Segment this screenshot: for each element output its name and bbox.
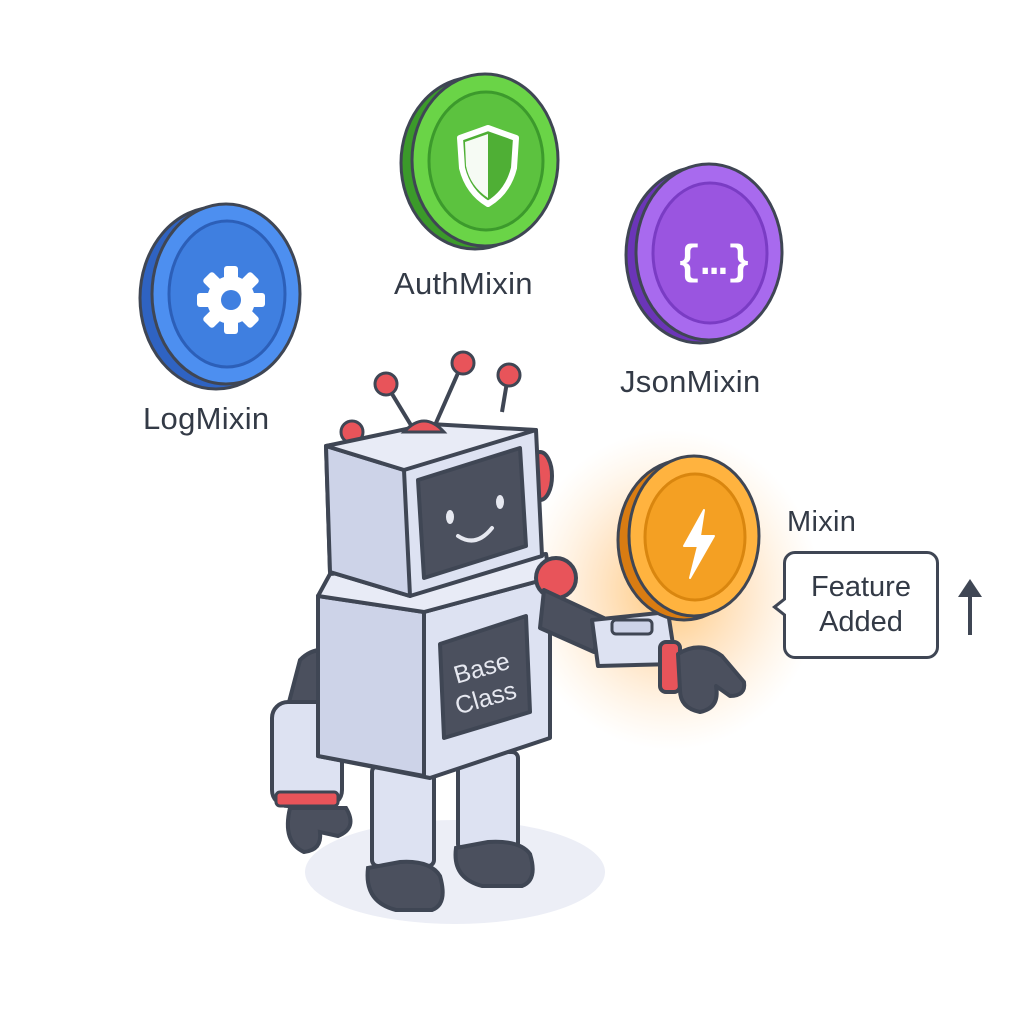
- auth-mixin-label: AuthMixin: [394, 266, 533, 301]
- callout-line-2: Added: [819, 606, 903, 638]
- callout-line-1: Feature: [811, 571, 911, 603]
- log-mixin-coin: [138, 202, 302, 391]
- robot-legs: [365, 750, 535, 912]
- log-mixin-label: LogMixin: [143, 401, 270, 436]
- json-mixin-label: JsonMixin: [620, 364, 761, 399]
- lightning-icon: [683, 509, 715, 579]
- robot-right-arm: [534, 556, 747, 714]
- robot-face-screen: [416, 446, 528, 580]
- json-mixin-coin: {…}: [624, 162, 784, 345]
- auth-mixin-coin: [399, 72, 560, 251]
- braces-icon: {…}: [676, 239, 752, 287]
- chest-plate: [438, 614, 532, 740]
- arrow-up-icon: [958, 579, 982, 635]
- feature-added-callout: Feature Added: [772, 551, 939, 659]
- robot-head: [324, 350, 554, 598]
- gear-icon: [197, 266, 265, 334]
- ground-shadow: [305, 820, 605, 924]
- active-mixin-coin: [616, 454, 761, 622]
- active-mixin-label: Mixin: [787, 506, 857, 538]
